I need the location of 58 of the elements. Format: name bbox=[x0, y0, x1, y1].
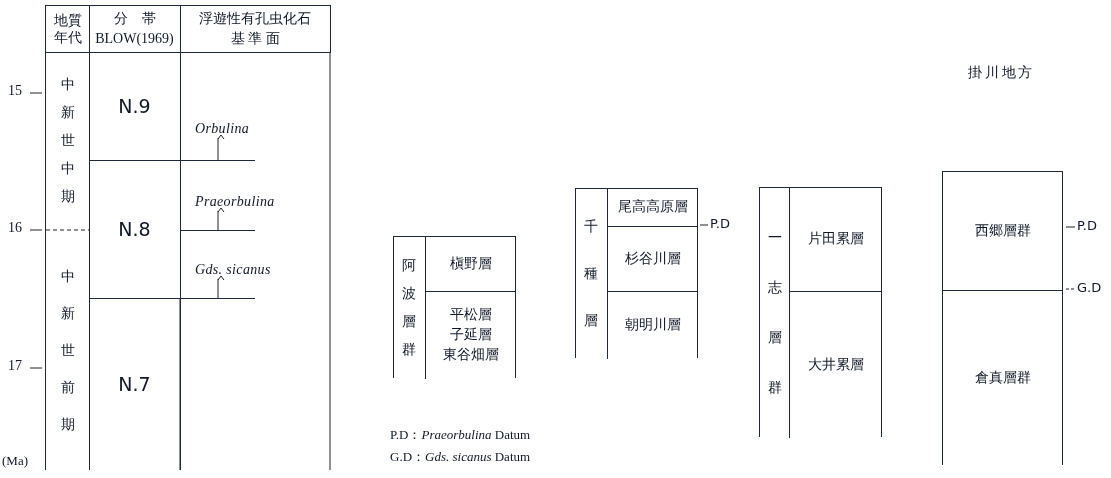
header-text: 分 帯 bbox=[113, 10, 156, 28]
column-header bbox=[180, 5, 331, 53]
legend-note: P.D：Praeorbulina Datum bbox=[390, 428, 531, 441]
formation-name: 平松層 bbox=[450, 307, 492, 325]
formation-unit bbox=[607, 226, 698, 291]
arrow bbox=[217, 207, 225, 231]
group-label: 阿波層群 bbox=[402, 256, 416, 359]
axis-unit-label: (Ma) bbox=[2, 454, 28, 467]
formation-name: 尾高高原層 bbox=[618, 199, 688, 216]
datum-marker-label: P.D bbox=[710, 217, 730, 230]
fossil-name: Orbulina bbox=[195, 122, 250, 136]
zone-interval bbox=[89, 160, 181, 299]
zone-label: N.7 bbox=[118, 371, 151, 397]
stratigraphic-column bbox=[759, 187, 882, 437]
formation-unit bbox=[425, 291, 516, 379]
header-text: 浮遊性有孔虫化石 bbox=[199, 10, 311, 28]
zone-label: N.9 bbox=[118, 93, 151, 119]
column-title: 掛川地方 bbox=[968, 66, 1036, 80]
formation-unit bbox=[789, 291, 882, 438]
header-text: BLOW(1969) bbox=[95, 30, 174, 48]
formation-name: 倉真層群 bbox=[974, 370, 1031, 387]
zone-interval bbox=[89, 52, 181, 161]
formation-name: 西郷層群 bbox=[974, 222, 1031, 240]
column-header bbox=[45, 5, 90, 53]
fossil-name: Praeorbulina bbox=[195, 195, 275, 209]
arrow bbox=[217, 275, 225, 299]
formation-name: 槇野層 bbox=[450, 255, 492, 273]
axis-tick-label: 16 bbox=[8, 221, 22, 235]
formation-name: 片田累層 bbox=[808, 231, 864, 248]
arrow bbox=[217, 134, 225, 161]
axis-tick-label: 17 bbox=[8, 359, 22, 373]
fossil-name: Gds. sicanus bbox=[195, 263, 271, 277]
epoch-column bbox=[45, 52, 90, 230]
datum-line bbox=[181, 230, 255, 231]
formation-unit bbox=[607, 291, 698, 359]
formation-name: 杉谷川層 bbox=[625, 250, 681, 268]
datum-marker-label: G.D bbox=[1077, 281, 1102, 294]
group-label: 一志層群 bbox=[768, 228, 782, 397]
datum-line bbox=[181, 298, 255, 299]
formation-name: 朝明川層 bbox=[625, 317, 681, 334]
stratigraphic-column bbox=[393, 236, 516, 378]
formation-name: 東谷畑層 bbox=[443, 346, 499, 364]
column-header bbox=[89, 5, 181, 53]
epoch-label: 中新世前期 bbox=[60, 267, 75, 434]
datum-line bbox=[181, 160, 255, 161]
zone-label: N.8 bbox=[118, 216, 151, 242]
formation-name: 大井累層 bbox=[808, 356, 864, 374]
formation-name: 子延層 bbox=[450, 327, 492, 344]
legend-note: G.D：Gds. sicanus Datum bbox=[390, 450, 531, 463]
axis-tick-label: 15 bbox=[8, 84, 22, 98]
epoch-column bbox=[45, 230, 90, 470]
stratigraphic-column bbox=[942, 171, 1063, 465]
group-label: 千種層 bbox=[584, 218, 598, 330]
stratigraphic-column bbox=[575, 188, 698, 358]
epoch-label: 中新世中期 bbox=[60, 76, 75, 206]
header-text: 地質年代 bbox=[53, 11, 82, 47]
header-text: 基 準 面 bbox=[230, 30, 280, 48]
datum-marker-label: P.D bbox=[1077, 219, 1097, 232]
